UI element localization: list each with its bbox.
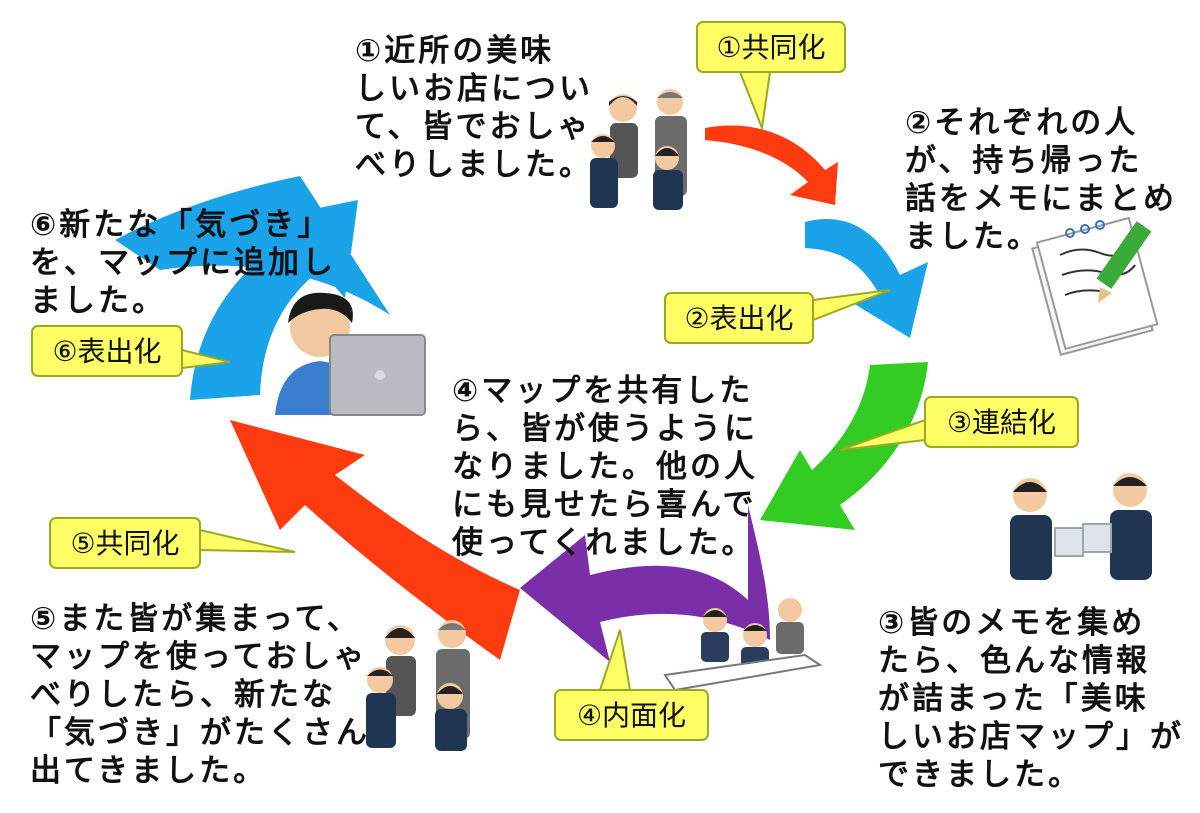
step3-description: ③皆のメモを集め たら、色んな情報 が詰まった「美味 しいお店マップ」が できま… <box>878 605 1184 793</box>
laptop-worker-illustration <box>275 292 426 416</box>
puzzle-handshake-illustration <box>1010 473 1152 580</box>
arrow-step3-green <box>760 362 928 530</box>
label-callout-pointer <box>199 528 296 553</box>
label-box-step2: ②表出化 <box>664 289 891 344</box>
arrow-step2-blue <box>805 218 928 338</box>
label-box-background <box>554 689 709 741</box>
chatting-people-illustration-1 <box>590 89 687 210</box>
memo-pencil-illustration <box>1031 216 1159 356</box>
step2-description: ②それぞれの人 が、持ち帰った 話をメモにまとめ ました。 <box>905 105 1177 255</box>
label-box-step6: ⑥表出化 <box>31 325 231 377</box>
arrow-step1-red <box>705 125 838 205</box>
label-text-step3: ③連結化 <box>947 406 1056 439</box>
label-text-step2: ②表出化 <box>684 302 793 335</box>
label-box-step3: ③連結化 <box>839 396 1079 451</box>
step4-description: ④マップを共有した ら、皆が使うように なりました。他の人 にも見せたら喜んで … <box>452 373 758 561</box>
arrow-step6-blue-tail <box>115 176 390 315</box>
label-text-step6: ⑥表出化 <box>52 335 161 368</box>
label-box-background <box>31 325 183 377</box>
label-box-background <box>696 21 846 73</box>
label-text-step5: ⑤共同化 <box>70 527 179 560</box>
label-box-step5: ⑤共同化 <box>49 517 296 569</box>
chatting-people-illustration-2 <box>366 620 470 751</box>
arrow-step5-red <box>230 420 520 660</box>
step5-description: ⑤また皆が集まって、 マップを使っておしゃ べりしたら、新たな 「気づき」がたく… <box>30 601 370 789</box>
step1-description: ①近所の美味 しいお店につい て、皆でおしゃ べりしました。 <box>355 33 593 183</box>
label-box-background <box>924 396 1079 448</box>
meeting-table-illustration <box>663 598 823 692</box>
label-callout-pointer <box>598 629 632 691</box>
arrow-step4-purple <box>520 505 770 662</box>
label-text-step4: ④内面化 <box>577 699 686 732</box>
label-box-step4: ④内面化 <box>554 629 709 741</box>
step6-description: ⑥新たな「気づき」 を、マップに追加し ました。 <box>30 207 336 319</box>
label-box-background <box>664 292 814 344</box>
label-box-step1: ①共同化 <box>696 21 846 132</box>
label-text-step1: ①共同化 <box>716 31 825 64</box>
label-callout-pointer <box>738 71 772 132</box>
label-box-background <box>49 517 201 569</box>
